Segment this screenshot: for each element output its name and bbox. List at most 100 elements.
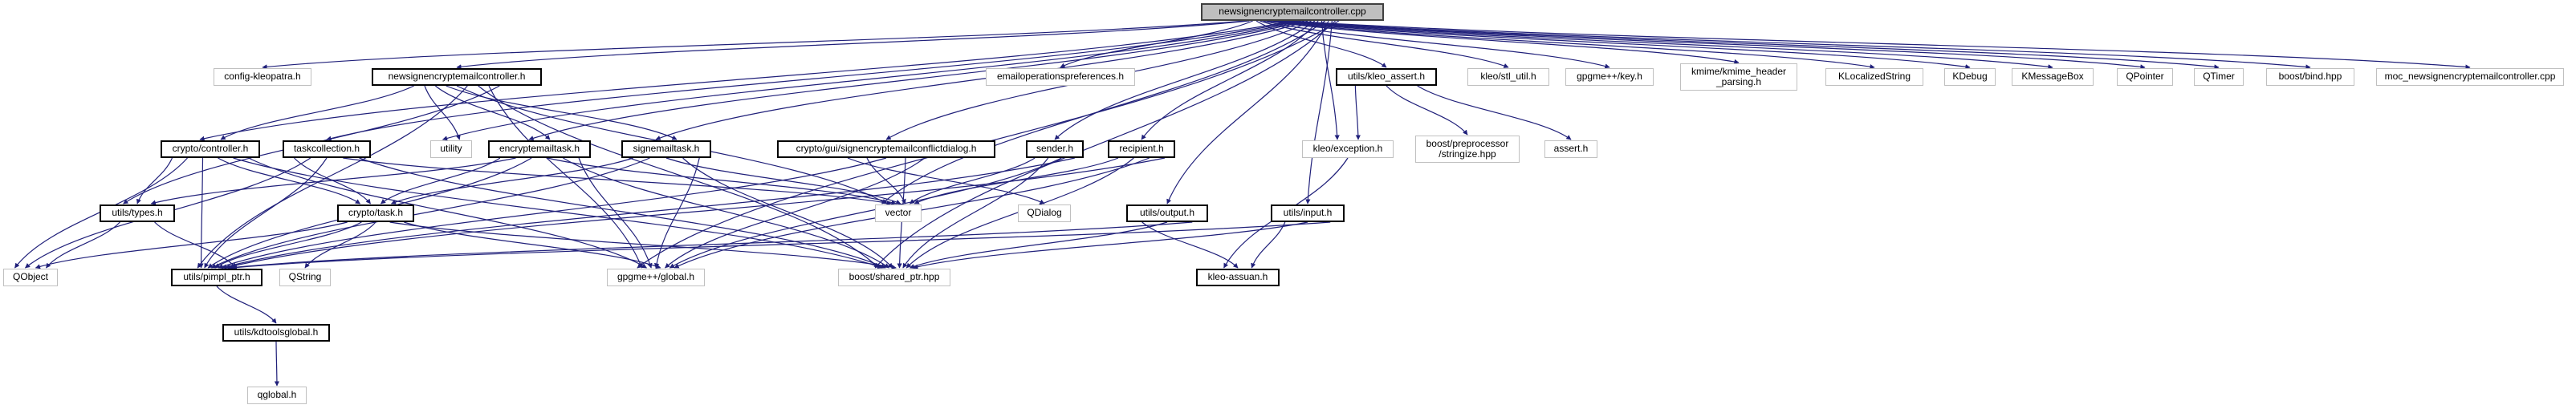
graph-node-utils-output-h[interactable]: utils/output.h — [1126, 204, 1208, 222]
graph-edge-controller-h-to-pimpl-ptr — [198, 157, 204, 269]
graph-edge-root-to-qpointer — [1280, 20, 2146, 70]
graph-node-sender-h[interactable]: sender.h — [1026, 140, 1084, 158]
graph-edge-root-to-encmailtask — [528, 20, 1305, 141]
graph-edge-kdtoolsglobal-to-qglobal — [274, 341, 280, 387]
graph-edge-utils-input-to-kleo-assuan — [1251, 221, 1286, 269]
graph-node-qglobal-h[interactable]: qglobal.h — [247, 387, 307, 404]
graph-edge-conflictdlg-to-pimpl-ptr — [218, 157, 887, 269]
graph-edge-conflictdlg-to-vector — [866, 157, 906, 204]
graph-edge-nsecmc-h-to-signmailtask — [446, 85, 678, 140]
graph-edge-sender-h-to-vector — [910, 157, 1036, 204]
graph-node-utils-pimpl-ptr-h[interactable]: utils/pimpl_ptr.h — [171, 269, 262, 286]
graph-node-utils-types-h[interactable]: utils/types.h — [100, 204, 175, 222]
graph-node-kleo-assuan-h[interactable]: kleo-assuan.h — [1196, 269, 1280, 286]
graph-node-kmessagebox[interactable]: KMessageBox — [2012, 68, 2094, 86]
graph-node-encryptemailtask-h[interactable]: encryptemailtask.h — [488, 140, 591, 158]
graph-edge-taskcollection-to-pimpl-ptr — [204, 157, 328, 269]
graph-node-utils-input-h[interactable]: utils/input.h — [1271, 204, 1345, 222]
graph-edge-root-to-stl-util — [1260, 20, 1509, 68]
graph-edge-root-to-kleo-exc — [1321, 20, 1340, 140]
graph-node-qdialog[interactable]: QDialog — [1018, 204, 1071, 222]
graph-node-vector[interactable]: vector — [875, 204, 922, 222]
graph-edge-pimpl-ptr-to-kdtoolsglobal — [216, 285, 277, 324]
graph-node-boost-shared-ptr-hpp[interactable]: boost/shared_ptr.hpp — [838, 269, 950, 286]
graph-node-kmime-kmime-header-parsing-h[interactable]: kmime/kmime_header _parsing.h — [1680, 63, 1797, 91]
graph-edge-root-to-utils-output — [1166, 20, 1329, 204]
graph-edge-root-to-gpgme-key — [1263, 20, 1610, 69]
graph-edge-utils-output-to-pimpl-ptr — [228, 221, 1193, 270]
graph-edge-root-to-vector — [881, 20, 1326, 204]
graph-node-qtimer[interactable]: QTimer — [2194, 68, 2244, 86]
graph-node-utils-kdtoolsglobal-h[interactable]: utils/kdtoolsglobal.h — [222, 324, 330, 342]
graph-edge-controller-h-to-utils-types — [136, 157, 173, 204]
graph-edge-utils-input-to-pimpl-ptr — [231, 221, 1331, 270]
graph-edge-utils-output-to-shared-ptr — [909, 221, 1168, 269]
graph-edge-utils-input-to-shared-ptr — [913, 221, 1308, 269]
graph-edge-utils-output-to-kleo-assuan — [1141, 221, 1239, 269]
graph-edge-root-to-sender-h — [1054, 20, 1316, 140]
graph-edge-crypto-task-to-gpgme-global — [404, 221, 661, 269]
graph-node-utility[interactable]: utility — [430, 140, 472, 158]
graph-node-boost-preprocessor-stringize-hpp[interactable]: boost/preprocessor /stringize.hpp — [1415, 136, 1520, 163]
graph-node-qstring[interactable]: QString — [279, 269, 331, 286]
graph-node-qpointer[interactable]: QPointer — [2117, 68, 2173, 86]
graph-edge-sender-h-to-shared-ptr — [902, 157, 1049, 269]
graph-node-recipient-h[interactable]: recipient.h — [1108, 140, 1175, 158]
graph-node-crypto-gui-signencryptemailconflictdialog-h[interactable]: crypto/gui/signencryptemailconflictdialo… — [777, 140, 995, 158]
graph-node-gpgme-global-h[interactable]: gpgme++/global.h — [607, 269, 705, 286]
graph-edge-sender-h-to-gpgme-global — [669, 157, 1062, 269]
graph-edge-crypto-task-to-qobject — [35, 221, 348, 269]
graph-edge-root-to-shared-ptr — [874, 20, 1336, 269]
graph-edge-controller-h-to-crypto-task — [218, 157, 361, 204]
graph-node-newsignencryptemailcontroller-h[interactable]: newsignencryptemailcontroller.h — [372, 68, 542, 86]
graph-edge-kleo-assert-to-boost-str — [1386, 85, 1468, 136]
graph-edge-controller-h-to-qobject — [14, 157, 188, 269]
graph-node-assert-h[interactable]: assert.h — [1544, 140, 1597, 158]
graph-edge-root-to-utils-input — [1305, 20, 1333, 204]
graph-edge-encmailtask-to-utils-types — [150, 157, 516, 205]
graph-edge-root-to-klocalized — [1270, 20, 1875, 70]
graph-edge-recipient-h-to-shared-ptr — [905, 157, 1134, 269]
graph-edge-nsecmc-h-to-pimpl-ptr — [197, 85, 468, 269]
graph-edge-root-to-configkleo — [262, 20, 1247, 70]
graph-edge-kleo-assert-to-kleo-exc — [1354, 85, 1361, 140]
graph-edge-root-to-boostbind — [1287, 20, 2311, 70]
graph-node-moc-newsignencryptemailcontroller-cpp[interactable]: moc_newsignencryptemailcontroller.cpp — [2376, 68, 2564, 86]
graph-node-utils-kleo-assert-h[interactable]: utils/kleo_assert.h — [1336, 68, 1437, 86]
graph-edge-root-to-kleo-assert — [1255, 20, 1387, 68]
graph-edge-root-to-taskcollection — [326, 20, 1298, 141]
graph-edge-kleo-assert-to-assert-h — [1417, 85, 1572, 140]
graph-edge-utils-types-to-pimpl-ptr — [154, 221, 237, 269]
graph-edge-nsecmc-h-to-encmailtask — [434, 85, 551, 140]
graph-node-klocalizedstring[interactable]: KLocalizedString — [1825, 68, 1923, 86]
graph-node-kleo-exception-h[interactable]: kleo/exception.h — [1302, 140, 1394, 158]
graph-edge-taskcollection-to-shared-ptr — [359, 157, 886, 269]
graph-edge-root-to-recipient-h — [1141, 20, 1319, 140]
graph-edge-conflictdlg-to-gpgme-global — [665, 157, 926, 269]
graph-node-kdebug[interactable]: KDebug — [1944, 68, 1996, 86]
graph-edge-nsecmc-h-to-utility — [424, 85, 461, 140]
graph-node-emailoperationspreferences-h[interactable]: emailoperationspreferences.h — [986, 68, 1135, 86]
graph-edge-sender-h-to-pimpl-ptr — [221, 157, 1075, 269]
graph-edge-utils-types-to-qobject — [46, 221, 120, 269]
graph-node-config-kleopatra-h[interactable]: config-kleopatra.h — [214, 68, 311, 86]
graph-edge-encmailtask-to-shared-ptr — [563, 157, 890, 269]
graph-node-boost-bind-hpp[interactable]: boost/bind.hpp — [2266, 68, 2354, 86]
graph-edge-crypto-task-to-shared-ptr — [389, 221, 897, 270]
graph-edge-signmailtask-to-pimpl-ptr — [210, 157, 650, 269]
graph-node-qobject[interactable]: QObject — [3, 269, 58, 286]
graph-edge-nsecmc-h-to-controller-h — [220, 85, 414, 140]
graph-node-kleo-stl-util-h[interactable]: kleo/stl_util.h — [1467, 68, 1549, 86]
graph-edge-root-to-kdebug — [1273, 20, 1971, 70]
graph-edge-conflictdlg-to-qdialog — [847, 157, 1045, 204]
graph-edge-signmailtask-to-crypto-task — [390, 157, 633, 204]
graph-node-crypto-task-h[interactable]: crypto/task.h — [337, 204, 414, 222]
graph-node-crypto-controller-h[interactable]: crypto/controller.h — [161, 140, 260, 158]
graph-node-gpgme-key-h[interactable]: gpgme++/key.h — [1565, 68, 1654, 86]
graph-edge-encmailtask-to-gpgme-global — [578, 157, 653, 269]
graph-node-signemailtask-h[interactable]: signemailtask.h — [621, 140, 711, 158]
graph-node-newsignencryptemailcontroller-cpp[interactable]: newsignencryptemailcontroller.cpp — [1201, 3, 1384, 21]
graph-node-taskcollection-h[interactable]: taskcollection.h — [283, 140, 371, 158]
